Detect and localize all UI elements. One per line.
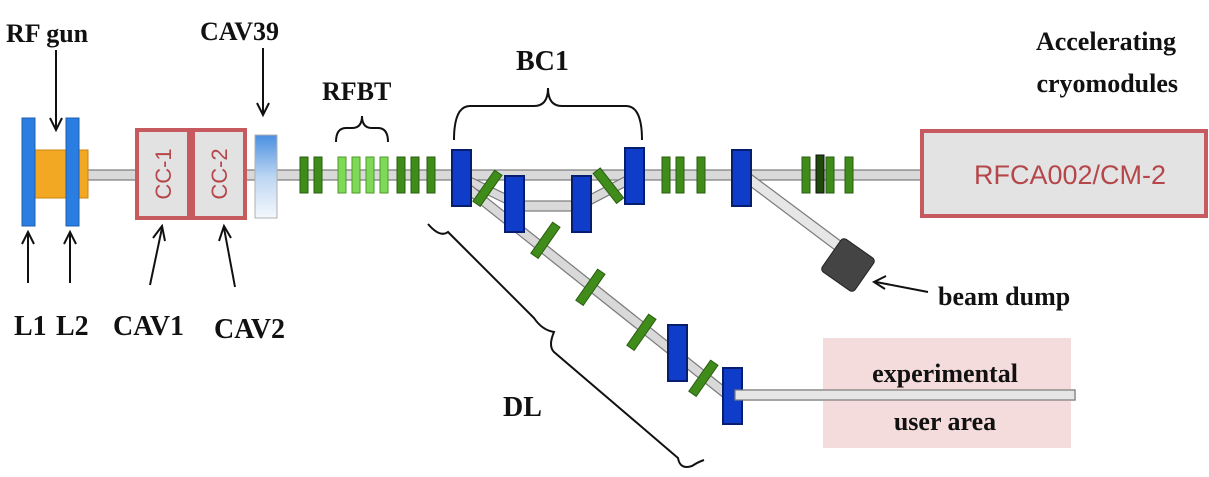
pointer-arrows [21, 48, 929, 293]
quad-rfbt [379, 156, 389, 194]
dipole [504, 175, 525, 233]
solenoid-l1 [21, 117, 36, 227]
quad [396, 156, 406, 194]
beam-dump-arrow [875, 281, 929, 293]
quadrupoles-angled [472, 167, 719, 398]
dl-bracket [427, 223, 705, 468]
bc1-label: BC1 [516, 46, 569, 77]
cav39-cavity [254, 134, 278, 219]
accelerating-label-line1: Accelerating [1036, 27, 1176, 56]
quad [801, 156, 811, 194]
quad-angled [688, 359, 719, 398]
cav2-label: CAV2 [214, 314, 285, 345]
quad [825, 156, 835, 194]
quad-angled [575, 268, 606, 307]
rf-gun-label: RF gun [6, 19, 89, 48]
rfbt-bracket [335, 115, 389, 143]
experimental-label-line1: experimental [872, 359, 1018, 388]
quad [675, 156, 685, 194]
capture-cavity-cc1: CC-1 [135, 128, 191, 220]
cav39-label: CAV39 [200, 17, 279, 46]
rf-gun-body [32, 149, 89, 199]
experimental-user-area: experimental user area [734, 338, 1076, 448]
labels: RF gun CAV39 RFBT BC1 Accelerating cryom… [6, 17, 1178, 423]
rf-gun-assembly [21, 117, 89, 227]
quad-angled [472, 169, 503, 208]
dipole [624, 147, 645, 205]
cryomodule-box: RFCA002/CM-2 [920, 129, 1208, 218]
cav2-arrow [223, 227, 236, 288]
cav1-arrow [149, 227, 163, 286]
quad [299, 156, 309, 194]
quad-angled [592, 167, 625, 205]
quad [815, 154, 825, 194]
dl-pipe [455, 177, 736, 403]
dipole [571, 175, 592, 233]
l2-label: L2 [56, 311, 89, 342]
quad-rfbt [337, 156, 347, 194]
capture-cavity-cc2: CC-2 [191, 128, 247, 220]
dipole [667, 324, 688, 382]
dipole [731, 149, 752, 207]
quadrupoles-straight [299, 154, 854, 194]
l1-label: L1 [14, 311, 47, 342]
quad-rfbt [351, 156, 361, 194]
dipoles [451, 147, 752, 425]
brackets [335, 87, 705, 468]
quad-angled [626, 313, 657, 352]
cc2-label: CC-2 [207, 148, 232, 199]
dipole [451, 149, 472, 207]
solenoid-l2 [65, 117, 80, 227]
experimental-label-line2: user area [894, 407, 996, 436]
quad [661, 156, 671, 194]
beam-dump-block [821, 238, 875, 292]
quad-angled [530, 221, 561, 260]
bc1-bracket [453, 87, 643, 141]
quad [844, 156, 854, 194]
cav1-label: CAV1 [113, 311, 184, 342]
quad [410, 156, 420, 194]
accelerating-label-line2: cryomodules [1036, 69, 1178, 98]
cc1-label: CC-1 [151, 148, 176, 199]
quad [696, 156, 706, 194]
quad-rfbt [365, 156, 375, 194]
dl-label: DL [503, 392, 542, 423]
quad [313, 156, 323, 194]
rfbt-label: RFBT [322, 77, 391, 106]
cryomodule-label: RFCA002/CM-2 [974, 160, 1166, 190]
beam-dump-label: beam dump [938, 282, 1070, 311]
quad [426, 156, 436, 194]
